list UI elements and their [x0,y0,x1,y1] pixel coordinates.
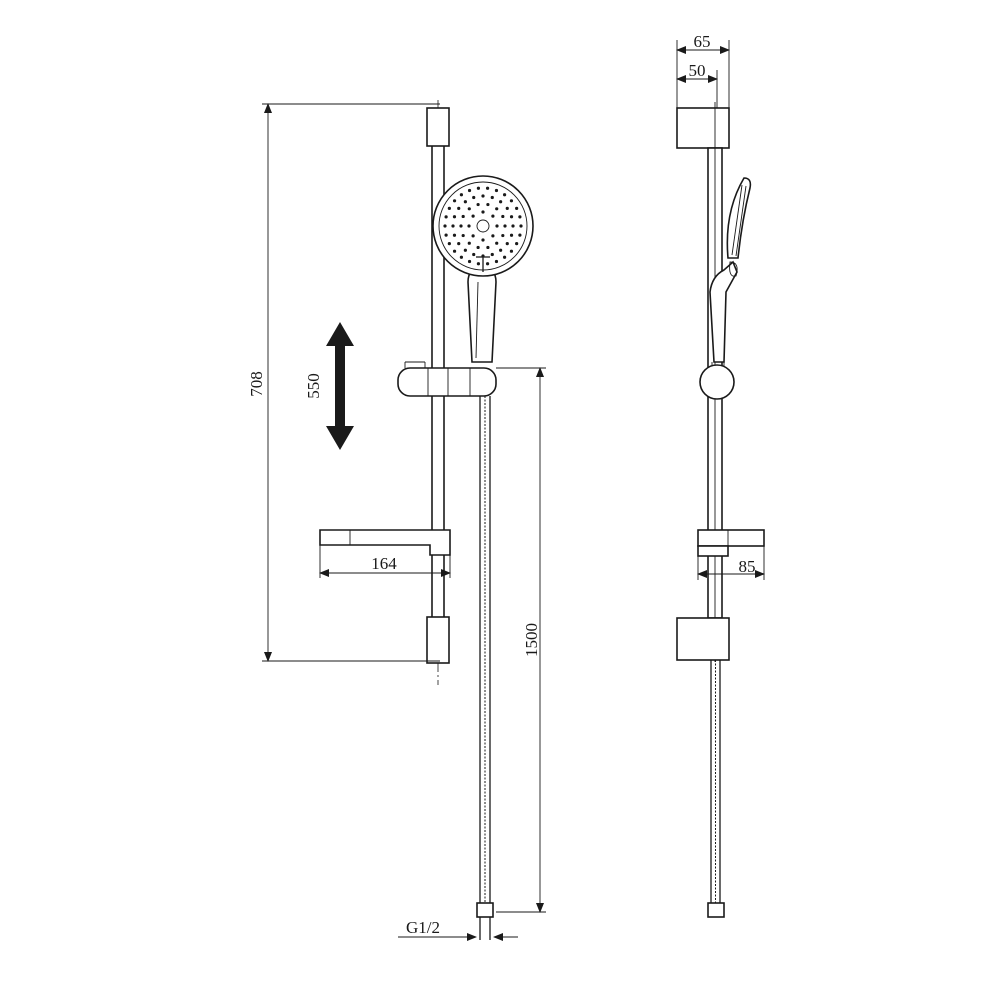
spray-nozzle-dot [481,238,485,242]
double-arrow-icon [326,322,354,450]
spray-nozzle-dot [505,242,509,246]
spray-nozzle-dot [490,252,494,257]
spray-nozzle-dot [502,255,507,259]
spray-nozzle-dot [444,233,448,237]
spray-nozzle-dot [515,206,519,210]
spray-nozzle-dot [476,262,481,266]
shower-hose [479,396,491,905]
side-shower-hose [710,660,721,905]
spray-nozzle-dot [511,224,515,228]
slide-range-label: 550 [304,373,323,399]
spray-nozzle-dot [485,262,490,266]
side-hose-connector [707,902,725,918]
spray-nozzle-dot [472,252,476,257]
bottom-wall-bracket [426,616,450,664]
spray-nozzle-dot [476,245,480,250]
spray-nozzle-dot [467,188,472,193]
spray-nozzle-dot [463,200,467,204]
spray-nozzle-dot [499,200,503,204]
spray-nozzle-dot [495,241,499,245]
spray-nozzle-dot [509,215,514,219]
spray-nozzle-dot [495,207,499,211]
spray-nozzle-dot [503,224,507,228]
spray-nozzle-dot [461,233,465,238]
spray-nozzle-dot [518,233,522,237]
spray-nozzle-dot [505,206,509,210]
slider-holder [397,361,497,397]
soap-dish [319,529,451,556]
spray-nozzle-dot [467,259,472,264]
spray-nozzle-dot [461,214,465,219]
hose-connector [476,902,494,918]
spray-nozzle-dot [509,199,514,203]
soap-dish-depth-label: 85 [739,557,756,576]
spray-nozzle-dot [494,259,499,264]
spray-nozzle-dot [509,249,514,253]
top-wall-bracket [426,107,450,147]
front-view: 708 550 164 1500 G1/2 [247,100,546,941]
soap-dish-width-label: 164 [371,554,397,573]
spray-nozzle-dot [502,193,507,197]
spray-nozzle-dot [472,195,476,200]
spray-nozzle-dot [471,234,475,238]
spray-nozzle-dot [501,214,505,219]
bracket-inner-label: 50 [689,61,706,80]
side-shower-head [709,177,752,363]
side-view: 65 50 85 [676,32,765,918]
spray-nozzle-dot [452,215,457,219]
spray-nozzle-dot [499,248,503,252]
spray-nozzle-dot [509,233,514,237]
spray-nozzle-dot [452,233,457,237]
spray-nozzle-dot [495,224,499,228]
spray-nozzle-dot [491,214,495,218]
spray-nozzle-dot [494,188,499,193]
spray-nozzle-dot [459,224,463,228]
hand-shower-icon [432,175,534,363]
spray-nozzle-dot [490,195,494,200]
side-soap-dish [697,529,765,557]
bracket-depth-label: 65 [694,32,711,51]
connector-label: G1/2 [406,918,440,937]
spray-nozzle-dot [452,199,457,203]
spray-nozzle-dot [485,186,490,190]
spray-nozzle-dot [451,224,455,228]
spray-nozzle-dot [481,194,485,198]
spray-nozzle-dot [515,242,519,246]
spray-nozzle-dot [463,248,467,252]
spray-nozzle-dot [471,214,475,218]
side-top-bracket [676,107,730,149]
spray-nozzle-dot [459,255,464,259]
spray-nozzle-dot [501,233,505,238]
spray-nozzle-dot [519,224,523,228]
spray-nozzle-dot [476,186,481,190]
spray-nozzle-dot [447,242,451,246]
spray-nozzle-dot [467,241,471,245]
side-bottom-bracket [676,617,730,661]
spray-nozzle-dot [518,215,522,219]
spray-nozzle-dot [467,207,471,211]
spray-nozzle-dot [444,215,448,219]
spray-nozzle-dot [486,245,490,250]
spray-nozzle-dot [491,234,495,238]
spray-nozzle-dot [486,202,490,207]
spray-nozzles [443,186,523,266]
spray-nozzle-dot [457,206,461,210]
rail-height-label: 708 [247,371,266,397]
spray-nozzle-dot [457,242,461,246]
spray-nozzle-dot [476,202,480,207]
hose-length-label: 1500 [522,623,541,657]
spray-nozzle-dot [447,206,451,210]
spray-nozzle-dot [459,193,464,197]
spray-nozzle-dot [452,249,457,253]
spray-nozzle-dot [443,224,447,228]
side-holder-knob [699,364,735,400]
spray-nozzle-dot [481,210,485,214]
spray-nozzle-dot [467,224,471,228]
